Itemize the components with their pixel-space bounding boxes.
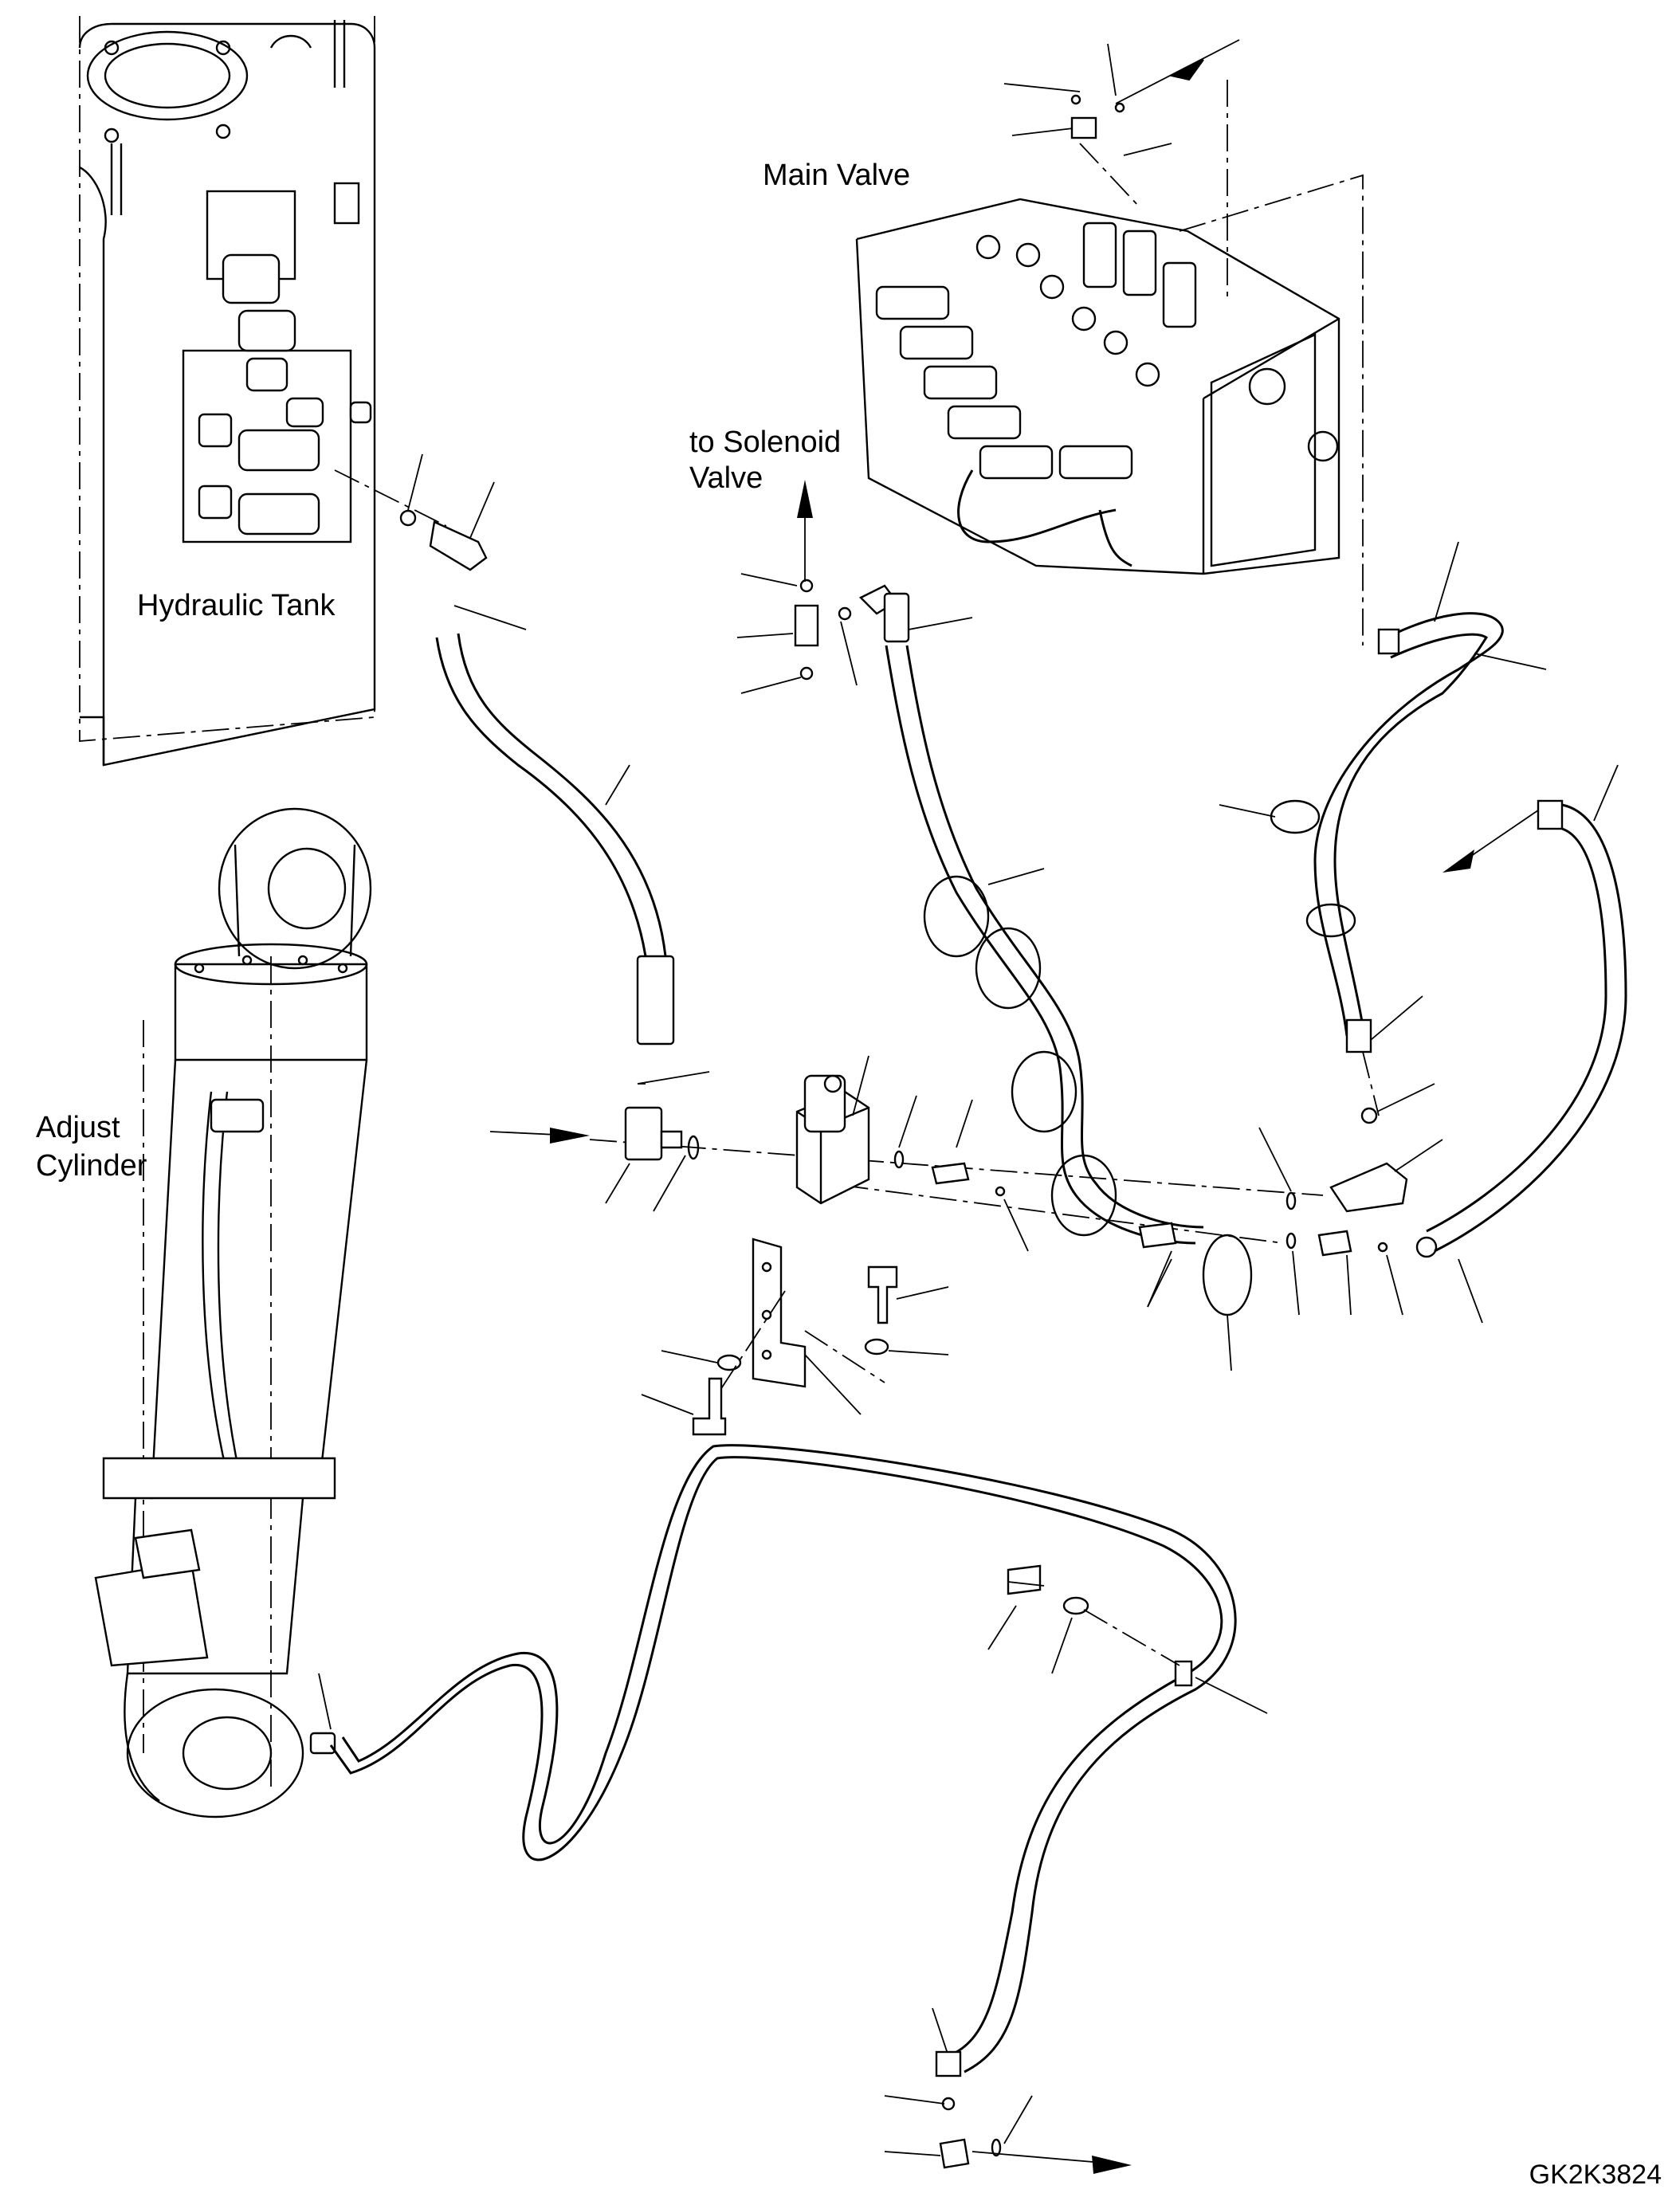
adjust-cylinder-label-line2: Cylinder [36,1149,147,1183]
mounting-bracket [641,1238,949,1436]
central-manifold [489,1055,1403,1316]
right-return-hose [1219,541,1547,1213]
flow-arrow-icon [550,1128,590,1144]
top-tee-fitting [1003,39,1240,208]
far-right-hose [1415,764,1627,1324]
valve-spools [875,222,1197,480]
adjust-cylinder-label-line1: Adjust [36,1111,120,1144]
hydraulic-tank-label: Hydraulic Tank [137,589,336,622]
tank-return-hose [334,453,710,1085]
flow-arrow-icon [1443,849,1474,873]
main-valve-label: Main Valve [763,159,910,192]
adjust-cylinder: Adjust Cylinder [36,807,372,1818]
hydraulic-tank: Hydraulic Tank [78,16,376,767]
solenoid-label-line1: to Solenoid [689,426,841,459]
drawing-code: GK2K3824 [1529,2160,1662,2190]
main-valve: Main Valve [763,80,1364,645]
solenoid-label-line2: Valve [689,461,763,495]
solenoid-connection: to Solenoid Valve [689,426,1253,1371]
flow-arrow-icon [1169,59,1204,81]
flow-arrow-icon [1092,2156,1132,2174]
flow-direction-arrow-icon [797,480,813,518]
lower-hose [329,1444,1268,2174]
